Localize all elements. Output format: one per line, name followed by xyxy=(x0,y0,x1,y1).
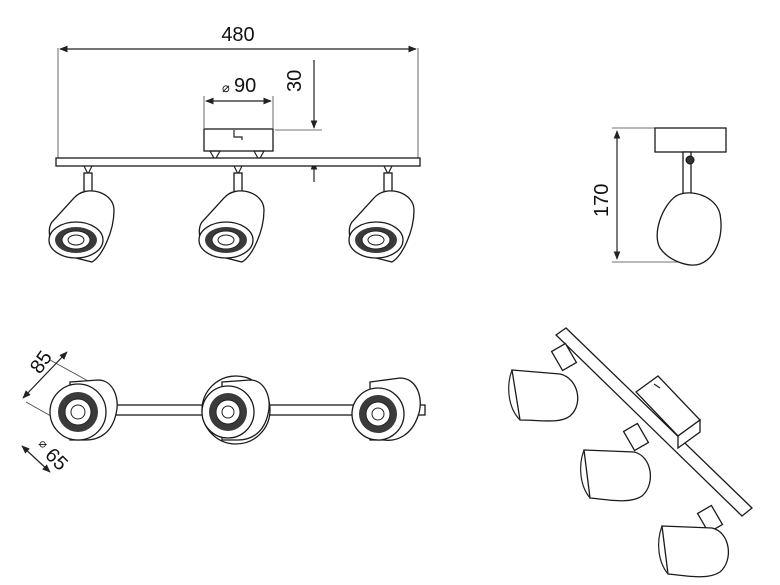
front-spotlight-1 xyxy=(48,165,115,263)
head-diameter-dimension: ⌀ 65 xyxy=(21,436,72,475)
base-diameter-dimension: ⌀ 90 xyxy=(203,75,274,128)
base-diameter-label: 90 xyxy=(234,75,256,97)
front-view: 480 ⌀ 90 30 xyxy=(48,24,421,263)
front-spotlight-2 xyxy=(198,165,265,263)
top-spotlight-3 xyxy=(351,377,421,441)
single-height-dimension: 170 xyxy=(591,127,680,263)
total-length-label: 480 xyxy=(221,24,254,46)
head-diameter-symbol: ⌀ xyxy=(36,436,51,451)
front-spotlight-3 xyxy=(348,165,415,263)
head-length-label: 85 xyxy=(26,347,57,378)
side-view: 170 xyxy=(591,127,727,266)
side-spot-head xyxy=(656,192,722,266)
top-spotlight-2 xyxy=(201,375,271,445)
diameter-symbol: ⌀ xyxy=(222,80,230,95)
perspective-view xyxy=(508,327,753,578)
base-height-dimension: 30 xyxy=(275,60,322,182)
total-length-dimension: 480 xyxy=(57,24,419,160)
track-bar xyxy=(55,157,421,167)
head-diameter-label: 65 xyxy=(40,444,71,475)
perspective-spotlight-1 xyxy=(508,342,579,422)
base-height-label: 30 xyxy=(284,70,306,92)
ceiling-mount-box xyxy=(203,128,274,162)
perspective-spotlight-2 xyxy=(580,422,652,502)
single-height-label: 170 xyxy=(591,184,613,217)
side-mount-plate xyxy=(654,127,727,153)
perspective-mount-box xyxy=(635,375,701,450)
top-view: 85 ⌀ 65 xyxy=(21,347,426,475)
perspective-track-bar xyxy=(554,327,753,517)
top-spotlight-1 xyxy=(49,379,118,441)
perspective-spotlight-3 xyxy=(658,504,730,578)
